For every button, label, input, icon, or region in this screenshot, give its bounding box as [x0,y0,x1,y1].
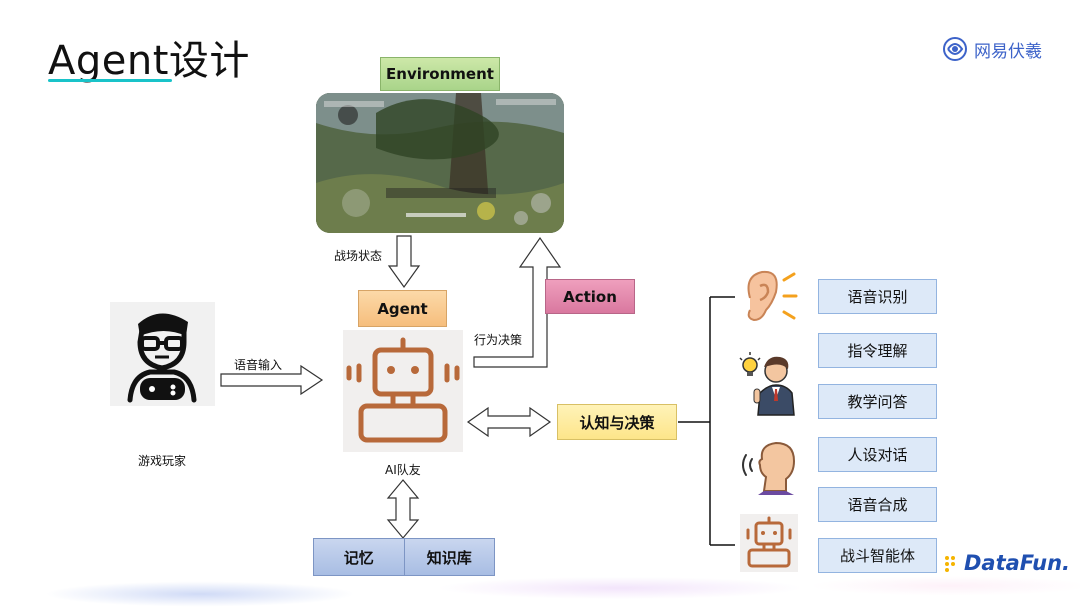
agent-caption: AI队友 [385,463,421,477]
player-caption: 游戏玩家 [138,454,187,468]
agent-cognition-arrow [466,406,552,438]
agent-label: Agent [358,290,447,327]
page-title: Agent设计 [48,38,250,84]
speaking-head-icon [738,437,800,495]
ear-icon [738,268,800,326]
behavior-decision-arrow [473,236,562,368]
fuxi-logo-icon [943,37,967,61]
battlefield-state-label: 战场状态 [334,249,383,263]
datafun-logo: DataFun. [943,551,1070,575]
gamer-icon [110,302,215,406]
agent-memory-arrow [386,479,420,539]
knowledge-base-label: 知识库 [403,539,494,575]
capability-combat-agent: 战斗智能体 [818,538,937,573]
lightbulb-person-icon [738,349,800,417]
datafun-dots-icon [945,556,955,572]
robot-small-icon [740,514,798,572]
capability-speech-recognition: 语音识别 [818,279,937,314]
voice-input-arrow [220,364,324,396]
game-screenshot [316,93,564,233]
cognition-label: 认知与决策 [557,404,677,440]
netease-fuxi-logo: 网易伏羲 [940,34,1042,64]
memory-label: 记忆 [314,539,404,575]
capability-teaching-qa: 教学问答 [818,384,937,419]
memory-knowledge-box: 记忆 知识库 [313,538,495,576]
title-underline [48,79,172,82]
robot-icon [343,330,463,452]
environment-label: Environment [380,57,500,91]
robot-small-icon-svg [746,516,792,568]
game-scene-image [316,93,564,233]
capability-instruction-understanding: 指令理解 [818,333,937,368]
capability-speech-synthesis: 语音合成 [818,487,937,522]
ear-icon-svg [747,270,798,322]
robot-icon-svg [346,337,460,443]
action-label: Action [545,279,635,314]
behavior-decision-label: 行为决策 [474,333,523,347]
voice-input-label: 语音输入 [234,358,283,372]
bottom-glow-decoration [0,566,1080,608]
battlefield-state-arrow [387,235,421,289]
capability-persona-dialogue: 人设对话 [818,437,937,472]
brand-top-text: 网易伏羲 [974,41,1042,62]
lightbulb-person-icon-svg [739,352,795,416]
gamer-icon-svg [127,313,197,403]
speaking-head-icon-svg [742,441,796,495]
datafun-text: DataFun. [964,551,1071,575]
